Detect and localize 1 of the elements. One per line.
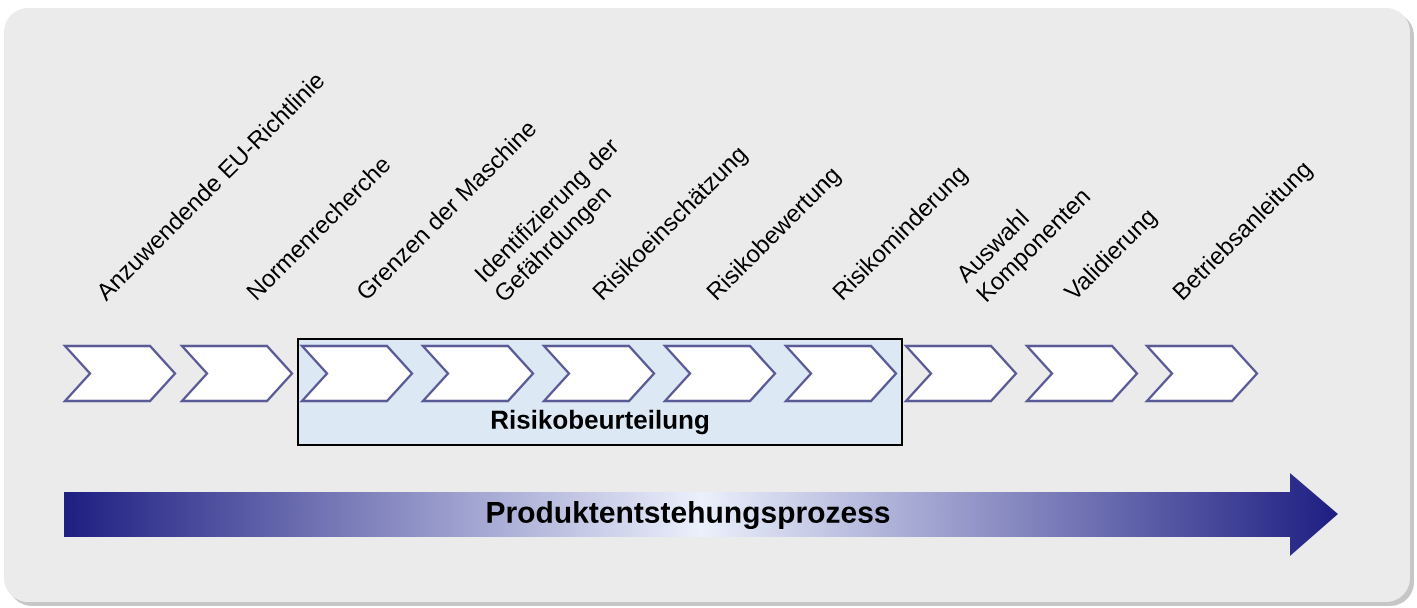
process-arrow: Produktentstehungsprozess [487, 500, 890, 530]
